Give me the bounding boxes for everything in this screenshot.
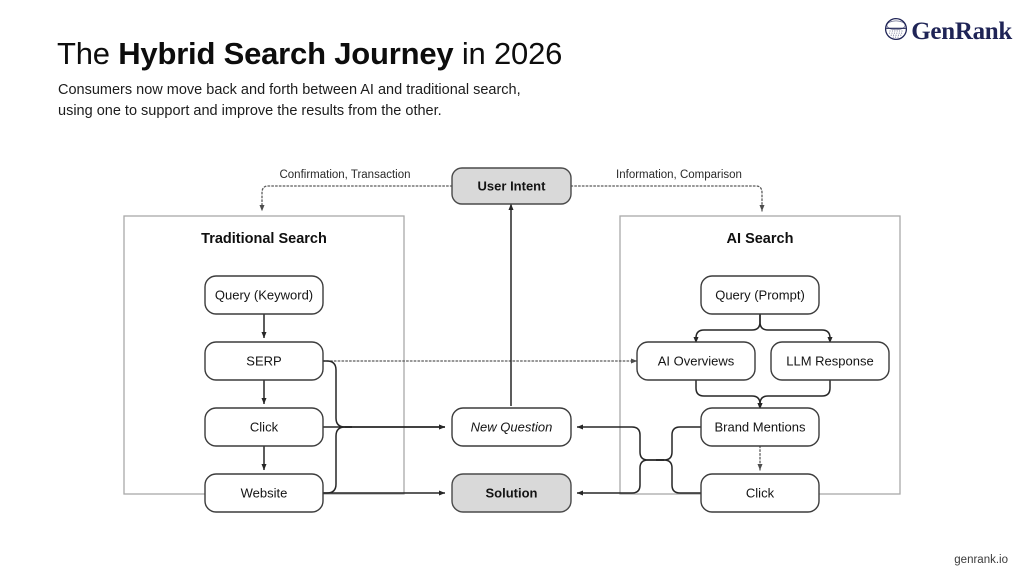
node-query-keyword-shape[interactable]	[204, 275, 324, 315]
node-click-traditional-shape[interactable]	[204, 407, 324, 447]
panel-heading-ai: AI Search	[727, 231, 794, 247]
node-llm-response-label: LLM Response	[786, 353, 873, 368]
node-new-question-shape[interactable]	[451, 407, 572, 447]
page-title: The Hybrid Search Journey in 2026	[57, 34, 562, 74]
node-user-intent-label: User Intent	[478, 178, 547, 193]
page-title-emphasis: Hybrid Search Journey	[118, 36, 454, 71]
node-ai-overviews-label: AI Overviews	[658, 353, 735, 368]
page-subtitle-line-1: Consumers now move back and forth betwee…	[58, 82, 521, 98]
brand-name: GenRank	[911, 18, 1012, 45]
edge-llm-response-to-brand-mentions	[757, 380, 831, 410]
node-query-prompt[interactable]: Query (Prompt)	[700, 275, 820, 315]
brand-logo: GenRank	[883, 16, 1012, 47]
page-subtitle: Consumers now move back and forth betwee…	[58, 80, 521, 122]
node-query-keyword[interactable]: Query (Keyword)	[204, 275, 324, 315]
node-new-question[interactable]: New Question	[451, 407, 572, 447]
node-click-ai-shape[interactable]	[700, 473, 820, 513]
node-ai-overviews-shape[interactable]	[636, 341, 756, 381]
node-click-traditional-label: Click	[250, 419, 279, 434]
node-website[interactable]: Website	[204, 473, 324, 513]
edge-serp-to-merge	[323, 360, 352, 428]
node-llm-response-shape[interactable]	[770, 341, 890, 381]
node-user-intent-shape[interactable]	[451, 167, 572, 205]
node-brand-mentions[interactable]: Brand Mentions	[700, 407, 820, 447]
edge-junction-to-new-question	[576, 424, 664, 461]
globe-icon	[883, 16, 909, 47]
node-new-question-label: New Question	[471, 419, 553, 434]
panel-heading-traditional: Traditional Search	[201, 231, 327, 247]
edge-junction-to-solution	[576, 459, 664, 496]
edge-prompt-to-llm-response	[759, 314, 833, 344]
node-click-ai-label: Click	[746, 485, 775, 500]
footer-url: genrank.io	[954, 554, 1008, 566]
node-brand-mentions-label: Brand Mentions	[714, 419, 806, 434]
edge-ai-overviews-to-brand-mentions	[695, 380, 763, 410]
node-website-label: Website	[241, 485, 288, 500]
node-solution-shape[interactable]	[451, 473, 572, 513]
hybrid-search-flow-diagram: Traditional Search AI Search Confirmatio…	[123, 167, 901, 513]
node-ai-overviews[interactable]: AI Overviews	[636, 341, 756, 381]
edge-website-to-merge	[323, 426, 352, 494]
edge-intent-to-ai	[570, 185, 765, 212]
edge-label-information-comparison: Information, Comparison	[616, 169, 742, 181]
node-click-traditional[interactable]: Click	[204, 407, 324, 447]
node-query-prompt-shape[interactable]	[700, 275, 820, 315]
edge-intent-to-traditional	[259, 185, 453, 212]
page-subtitle-line-2: using one to support and improve the res…	[58, 103, 442, 119]
node-query-keyword-label: Query (Keyword)	[215, 287, 313, 302]
node-brand-mentions-shape[interactable]	[700, 407, 820, 447]
node-query-prompt-label: Query (Prompt)	[715, 287, 805, 302]
node-solution-label: Solution	[486, 485, 538, 500]
page-title-prefix: The	[57, 36, 119, 71]
node-llm-response[interactable]: LLM Response	[770, 341, 890, 381]
edge-prompt-to-ai-overviews	[693, 314, 761, 344]
node-website-shape[interactable]	[204, 473, 324, 513]
node-user-intent[interactable]: User Intent	[451, 167, 572, 205]
node-serp[interactable]: SERP	[204, 341, 324, 381]
edge-click-right-to-junction	[656, 459, 701, 494]
node-serp-shape[interactable]	[204, 341, 324, 381]
page-title-suffix: in 2026	[453, 36, 563, 71]
node-click-ai[interactable]: Click	[700, 473, 820, 513]
edge-brand-mentions-to-junction	[656, 426, 701, 461]
node-solution[interactable]: Solution	[451, 473, 572, 513]
node-serp-label: SERP	[246, 353, 281, 368]
edge-label-confirmation-transaction: Confirmation, Transaction	[279, 169, 410, 181]
